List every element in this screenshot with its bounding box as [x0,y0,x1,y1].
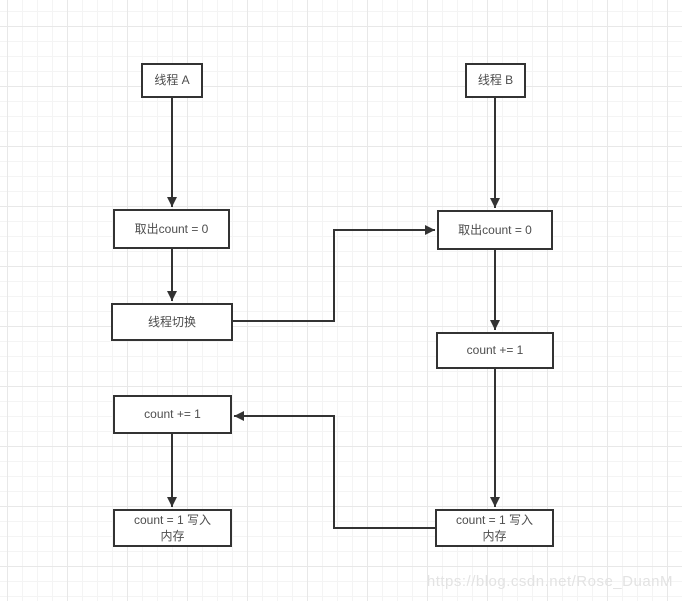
node-write-memory-b: count = 1 写入 内存 [435,509,554,547]
node-write-memory-a-label: count = 1 写入 内存 [133,512,212,543]
node-fetch-count-b: 取出count = 0 [437,210,553,250]
node-write-memory-b-label: count = 1 写入 内存 [455,512,534,543]
node-fetch-count-a: 取出count = 0 [113,209,230,249]
node-thread-b-label: 线程 B [477,73,514,88]
edge-write-b-to-inc-a [234,411,435,529]
node-write-memory-a: count = 1 写入 内存 [113,509,232,547]
node-increment-b: count += 1 [436,332,554,369]
node-thread-switch: 线程切换 [111,303,233,341]
node-thread-a: 线程 A [141,63,203,98]
node-fetch-count-a-label: 取出count = 0 [134,221,209,236]
csdn-watermark: https://blog.csdn.net/Rose_DuanM [426,573,673,590]
node-thread-b: 线程 B [465,63,526,98]
node-increment-a: count += 1 [113,395,232,434]
node-thread-switch-label: 线程切换 [147,314,196,329]
node-thread-a-label: 线程 A [154,73,190,88]
node-fetch-count-b-label: 取出count = 0 [458,222,532,237]
node-increment-a-label: count += 1 [144,407,201,422]
edge-switch-to-fetch-b [233,225,435,322]
node-increment-b-label: count += 1 [466,343,524,358]
